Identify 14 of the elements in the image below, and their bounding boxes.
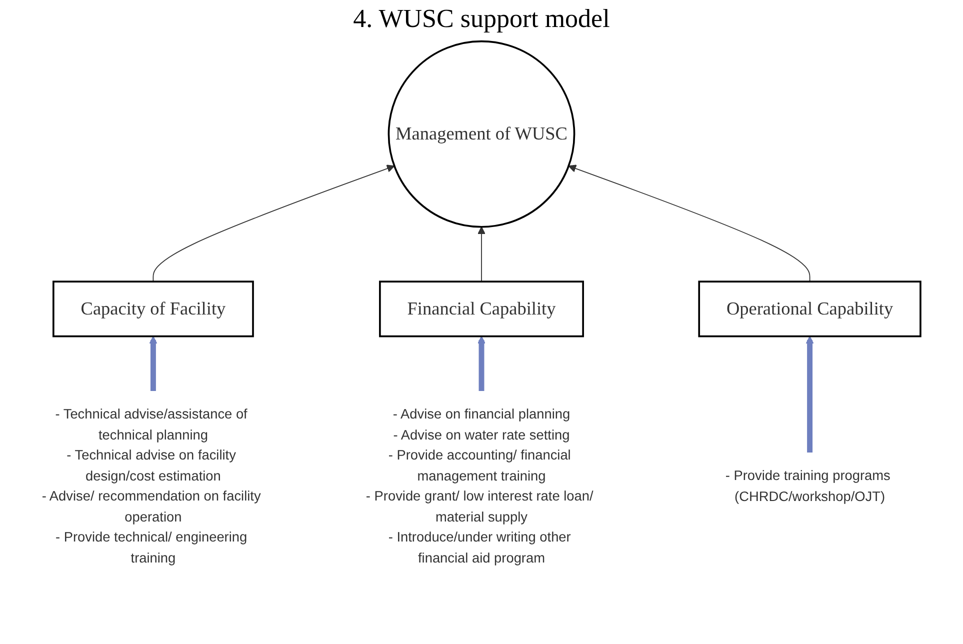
node-box: Operational Capability [698, 280, 922, 338]
node-box: Financial Capability [379, 280, 584, 338]
arrow [149, 336, 158, 392]
diagram-title: 4. WUSC support model [352, 4, 611, 34]
node-box: Capacity of Facility [52, 280, 254, 338]
node-text: - Advise on financial planning - Advise on water rate setting - Provide accounting/ financial management training - Provide grant/ low interest rate loan/ material supply - Introduce/under writing other financial aid program [366, 406, 594, 566]
arrow [478, 336, 486, 392]
node-text: - Provide training programs (CHRDC/workshop/OJT) [725, 468, 890, 504]
node-text: - Technical advise/assistance of technical planning - Technical advise on facility design/cost estimation - Advise/ recommendation on facility operation - Provide technical/ engineering training [42, 406, 261, 566]
arrow [806, 336, 814, 453]
arrow [152, 164, 395, 282]
arrow [568, 164, 810, 282]
node-circle: Management of WUSC [388, 40, 576, 228]
arrow [478, 226, 486, 282]
